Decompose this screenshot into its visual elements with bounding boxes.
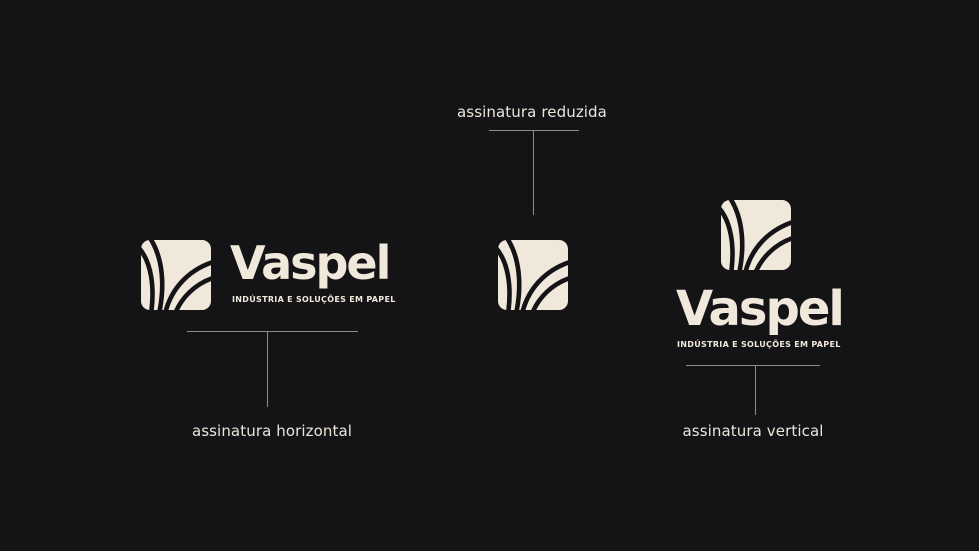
vaspel-symbol-icon	[498, 240, 568, 310]
vertical-divider	[686, 365, 820, 366]
brand-tagline: INDÚSTRIA E SOLUÇÕES EM PAPEL	[677, 340, 841, 349]
reduced-label: assinatura reduzida	[457, 103, 607, 121]
vertical-label: assinatura vertical	[682, 422, 824, 440]
reduced-connector	[533, 130, 534, 215]
horizontal-divider	[187, 331, 358, 332]
brand-wordmark: Vaspel	[676, 281, 845, 337]
horizontal-signature: Vaspel INDÚSTRIA E SOLUÇÕES EM PAPEL	[141, 236, 401, 312]
vaspel-symbol-icon	[141, 240, 211, 310]
vertical-signature: Vaspel INDÚSTRIA E SOLUÇÕES EM PAPEL	[670, 200, 845, 350]
brand-tagline: INDÚSTRIA E SOLUÇÕES EM PAPEL	[232, 295, 396, 304]
reduced-divider	[489, 130, 579, 131]
horizontal-connector	[267, 331, 268, 407]
brand-wordmark: Vaspel	[230, 236, 391, 290]
vaspel-symbol-icon	[721, 200, 791, 270]
vertical-connector	[755, 365, 756, 415]
horizontal-label: assinatura horizontal	[191, 422, 353, 440]
